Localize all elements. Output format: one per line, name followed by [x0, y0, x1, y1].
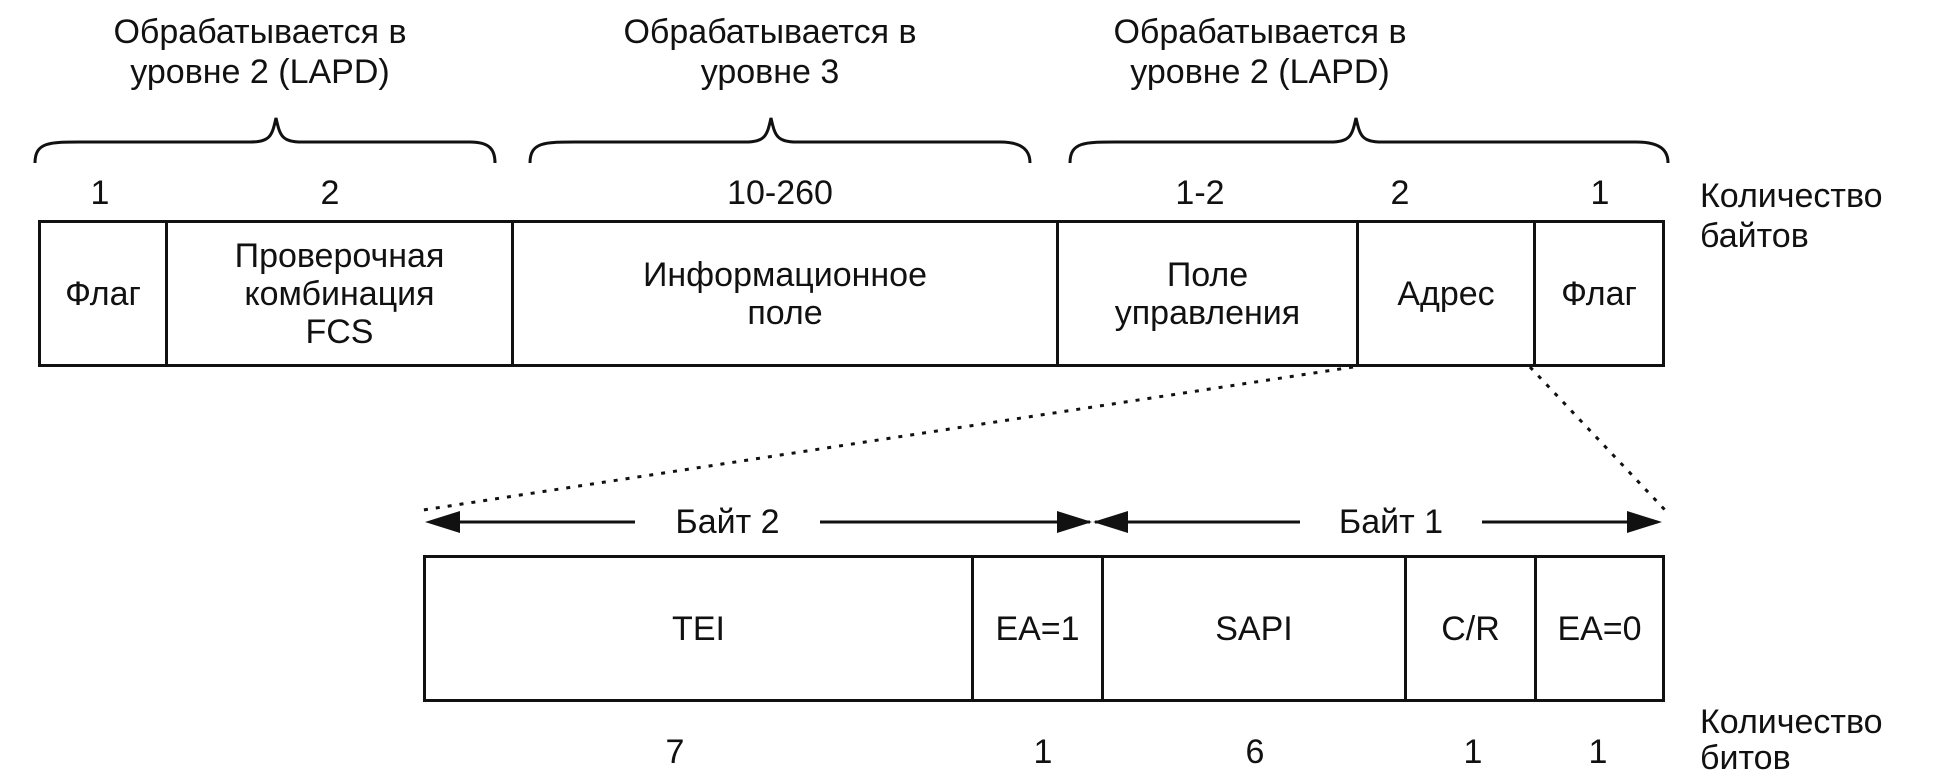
dotted-line-right — [1528, 365, 1667, 512]
field-information: Информационное поле — [511, 223, 1056, 364]
byte-count-control: 1-2 — [1175, 174, 1225, 212]
field-address: Адрес — [1356, 223, 1533, 364]
group-label-right: Обрабатывается в уровне 2 (LAPD) — [1113, 13, 1407, 91]
brace-right — [1068, 117, 1670, 164]
arrowhead-byte1-right — [1627, 511, 1662, 533]
arrowhead-byte1-left — [1093, 511, 1128, 533]
frame-box: Флаг Проверочная комбинация FCS Информац… — [38, 220, 1665, 367]
byte-count-fcs: 2 — [320, 174, 340, 212]
byte1-label: Байт 1 — [1338, 503, 1444, 541]
group-label-middle: Обрабатывается в уровне 3 — [623, 13, 917, 91]
dotted-line-left — [422, 365, 1354, 512]
address-box: TEI EA=1 SAPI C/R EA=0 — [423, 555, 1665, 702]
byte-count-info: 10-260 — [727, 174, 833, 212]
brace-middle — [528, 117, 1032, 164]
field-sapi: SAPI — [1101, 558, 1404, 699]
byte2-label: Байт 2 — [675, 503, 780, 541]
field-ea1: EA=1 — [971, 558, 1101, 699]
bit-count-cr: 1 — [1463, 733, 1483, 771]
byte-count-flag-left: 1 — [90, 174, 110, 212]
bit-count-ea1: 1 — [1033, 733, 1053, 771]
field-fcs: Проверочная комбинация FCS — [165, 223, 511, 364]
field-cr: C/R — [1404, 558, 1534, 699]
bit-count-tei: 7 — [665, 733, 685, 771]
field-control: Поле управления — [1056, 223, 1356, 364]
group-label-left: Обрабатывается в уровне 2 (LAPD) — [113, 13, 407, 91]
bit-count-sapi: 6 — [1245, 733, 1265, 771]
bit-count-ea0: 1 — [1588, 733, 1608, 771]
arrowhead-byte2-right — [1057, 511, 1092, 533]
field-flag-left: Флаг — [65, 274, 141, 313]
brace-left — [33, 117, 497, 164]
bit-count-label: Количество битов — [1700, 703, 1883, 777]
arrowhead-byte2-left — [425, 511, 460, 533]
field-flag-right: Флаг — [1533, 223, 1662, 364]
byte-count-address: 2 — [1390, 174, 1410, 212]
byte-count-flag-right: 1 — [1590, 174, 1610, 212]
field-tei: TEI — [672, 609, 725, 648]
field-ea0: EA=0 — [1534, 558, 1662, 699]
byte-count-label: Количество байтов — [1700, 177, 1883, 255]
